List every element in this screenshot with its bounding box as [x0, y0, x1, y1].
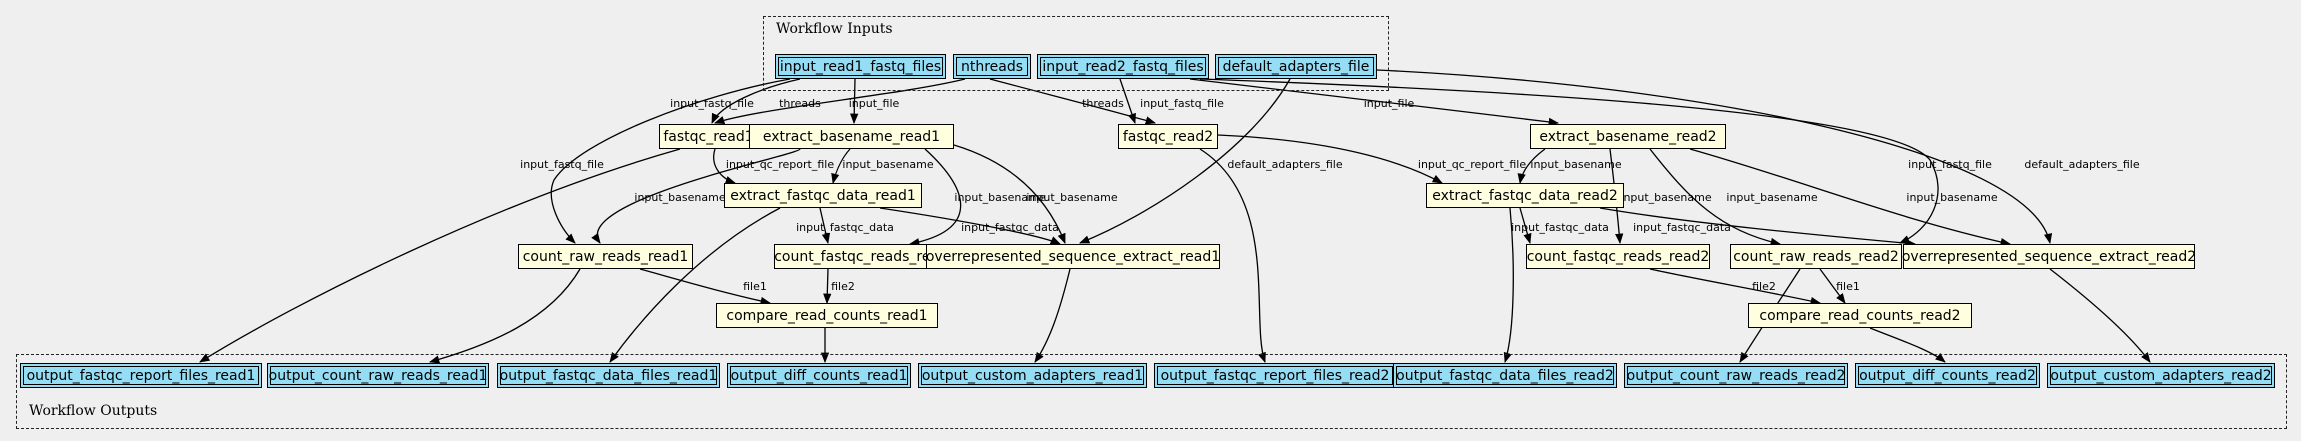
edge-r1-basename-label: input_file [849, 97, 900, 110]
edge-r2-fastqc [1119, 78, 1136, 124]
node-overrepresented-sequence-extract-read1[interactable]: overrepresented_sequence_extract_read1 [926, 244, 1220, 269]
edge-r2-basename [1189, 78, 1560, 126]
edge-threads-fastqc1-label: threads [779, 97, 821, 110]
node-extract-fastqc-data-read2[interactable]: extract_fastqc_data_read2 [1426, 183, 1624, 208]
edge-labels-layer: input_fastq_file input_file input_fastq_fi… [520, 97, 2140, 293]
node-compare-read-counts-read1[interactable]: compare_read_counts_read1 [716, 303, 938, 328]
edge-threads-fastqc1 [714, 78, 966, 124]
edge-raw1-out [428, 268, 581, 364]
edge-raw2-out-label: file2 [1752, 280, 1776, 293]
edge-base2-count-raw-label: input_basename [1726, 191, 1817, 204]
edge-base1-over-label: input_basename [1026, 191, 1117, 204]
edge-adapters-over2-label: default_adapters_file [2024, 158, 2139, 171]
node-output-diff-counts-read1[interactable]: output_diff_counts_read1 [727, 363, 911, 388]
edge-r1-count-raw-label: input_fastq_file [520, 158, 604, 171]
edge-adapters-over1-label: default_adapters_file [1227, 158, 1342, 171]
node-output-custom-adapters-read2[interactable]: output_custom_adapters_read2 [2047, 363, 2275, 388]
workflow-outputs-label: Workflow Outputs [29, 403, 158, 419]
edge-fastqc2-extract [1217, 134, 1443, 184]
node-default-adapters-file[interactable]: default_adapters_file [1215, 54, 1377, 79]
edge-base2-over-label: input_basename [1906, 191, 1997, 204]
edges-layer [199, 69, 2151, 364]
node-output-count-raw-reads-read2[interactable]: output_count_raw_reads_read2 [1624, 363, 1848, 388]
edge-r2-basename-label: input_file [1364, 97, 1415, 110]
edge-base1-count-raw-label: input_basename [634, 191, 725, 204]
edge-base2-over [1689, 148, 2012, 247]
edge-fastqc2-extract-label: input_qc_report_file [1418, 158, 1526, 171]
node-output-fastqc-report-files-read1[interactable]: output_fastqc_report_files_read1 [20, 363, 262, 388]
node-input-read1-fastq-files[interactable]: input_read1_fastq_files [775, 54, 946, 79]
edge-fastqc1-extract-label: input_qc_report_file [726, 158, 834, 171]
edge-r1-count-raw [550, 78, 791, 244]
edge-base2-extract-label: input_basename [1530, 158, 1621, 171]
edge-data1-out [609, 207, 781, 363]
node-compare-read-counts-read2[interactable]: compare_read_counts_read2 [1748, 303, 1972, 328]
edge-base1-extract [831, 148, 851, 185]
workflow-outputs-cluster: Workflow Outputs [16, 354, 2287, 429]
node-extract-basename-read1[interactable]: extract_basename_read1 [749, 124, 954, 149]
node-fastqc-read1[interactable]: fastqc_read1 [659, 124, 758, 149]
edge-base2-count-fastqc-label: input_basename [1620, 191, 1711, 204]
edge-fastqc1-extract [713, 148, 736, 184]
edge-r2-fastqc-label: input_fastq_file [1140, 97, 1224, 110]
edge-data1-count-label: input_fastqc_data [796, 221, 894, 234]
edge-raw2-compare [1819, 268, 1846, 304]
node-output-count-raw-reads-read1[interactable]: output_count_raw_reads_read1 [267, 363, 489, 388]
edge-base1-count-fastqc [908, 148, 962, 247]
edge-fq1-compare-label: file2 [831, 280, 855, 293]
edge-raw1-compare-label: file1 [743, 280, 767, 293]
node-count-raw-reads-read1[interactable]: count_raw_reads_read1 [518, 244, 693, 269]
edge-fastqc1-out [199, 148, 681, 363]
edge-data2-out [1503, 207, 1514, 363]
node-output-fastqc-data-files-read2[interactable]: output_fastqc_data_files_read2 [1393, 363, 1617, 388]
node-extract-fastqc-data-read1[interactable]: extract_fastqc_data_read1 [724, 183, 922, 208]
edge-r2-count-raw [1199, 78, 1939, 244]
edge-r1-fastqc-label: input_fastq_file [670, 97, 754, 110]
edge-threads-fastqc2-label: threads [1082, 97, 1124, 110]
edge-base2-count-raw [1649, 148, 1782, 246]
edge-base1-over [953, 144, 1066, 244]
edge-data2-over-label: input_fastqc_data [1633, 221, 1731, 234]
edge-base1-extract-label: input_basename [842, 158, 933, 171]
edge-over1-out [1034, 268, 1071, 363]
node-count-fastqc-reads-read2[interactable]: count_fastqc_reads_read2 [1526, 244, 1710, 269]
edge-data1-over [879, 207, 1061, 245]
edge-r2-count-raw-label: input_fastq_file [1908, 158, 1992, 171]
edge-data2-count-label: input_fastqc_data [1511, 221, 1609, 234]
edge-data1-over-label: input_fastqc_data [961, 221, 1059, 234]
edge-data2-over [1599, 207, 1917, 248]
node-nthreads[interactable]: nthreads [953, 54, 1031, 79]
node-input-read2-fastq-files[interactable]: input_read2_fastq_files [1037, 54, 1209, 79]
node-output-diff-counts-read2[interactable]: output_diff_counts_read2 [1855, 363, 2040, 388]
edge-raw2-compare-label: file1 [1836, 280, 1860, 293]
node-output-fastqc-report-files-read2[interactable]: output_fastqc_report_files_read2 [1154, 363, 1396, 388]
edge-fq1-compare [823, 268, 832, 305]
edge-base1-count-raw [591, 148, 801, 244]
node-count-raw-reads-read2[interactable]: count_raw_reads_read2 [1730, 244, 1902, 269]
edge-data2-count [1519, 207, 1532, 244]
edge-base1-count-fastqc-label: input_basename [954, 191, 1045, 204]
edge-data1-count [819, 207, 830, 245]
workflow-inputs-label: Workflow Inputs [776, 21, 893, 37]
edge-over2-out [2049, 268, 2151, 363]
edge-fastqc2-out [1199, 148, 1266, 363]
edge-adapters-over2 [1376, 69, 2053, 245]
edge-fq2-compare [1649, 268, 1822, 306]
edge-raw1-compare [639, 268, 772, 306]
node-overrepresented-sequence-extract-read2[interactable]: overrepresented_sequence_extract_read2 [1902, 244, 2196, 269]
node-output-fastqc-data-files-read1[interactable]: output_fastqc_data_files_read1 [497, 363, 720, 388]
edge-adapters-over1 [1079, 78, 1291, 244]
edge-r1-basename [850, 78, 859, 125]
workflow-inputs-cluster: Workflow Inputs [763, 16, 1389, 91]
edge-threads-fastqc2 [989, 78, 1156, 125]
edge-cmp2-out [1869, 327, 1946, 363]
node-extract-basename-read2[interactable]: extract_basename_read2 [1530, 124, 1726, 149]
edge-base2-extract [1517, 148, 1546, 185]
node-output-custom-adapters-read1[interactable]: output_custom_adapters_read1 [918, 363, 1147, 388]
node-fastqc-read2[interactable]: fastqc_read2 [1118, 124, 1218, 149]
